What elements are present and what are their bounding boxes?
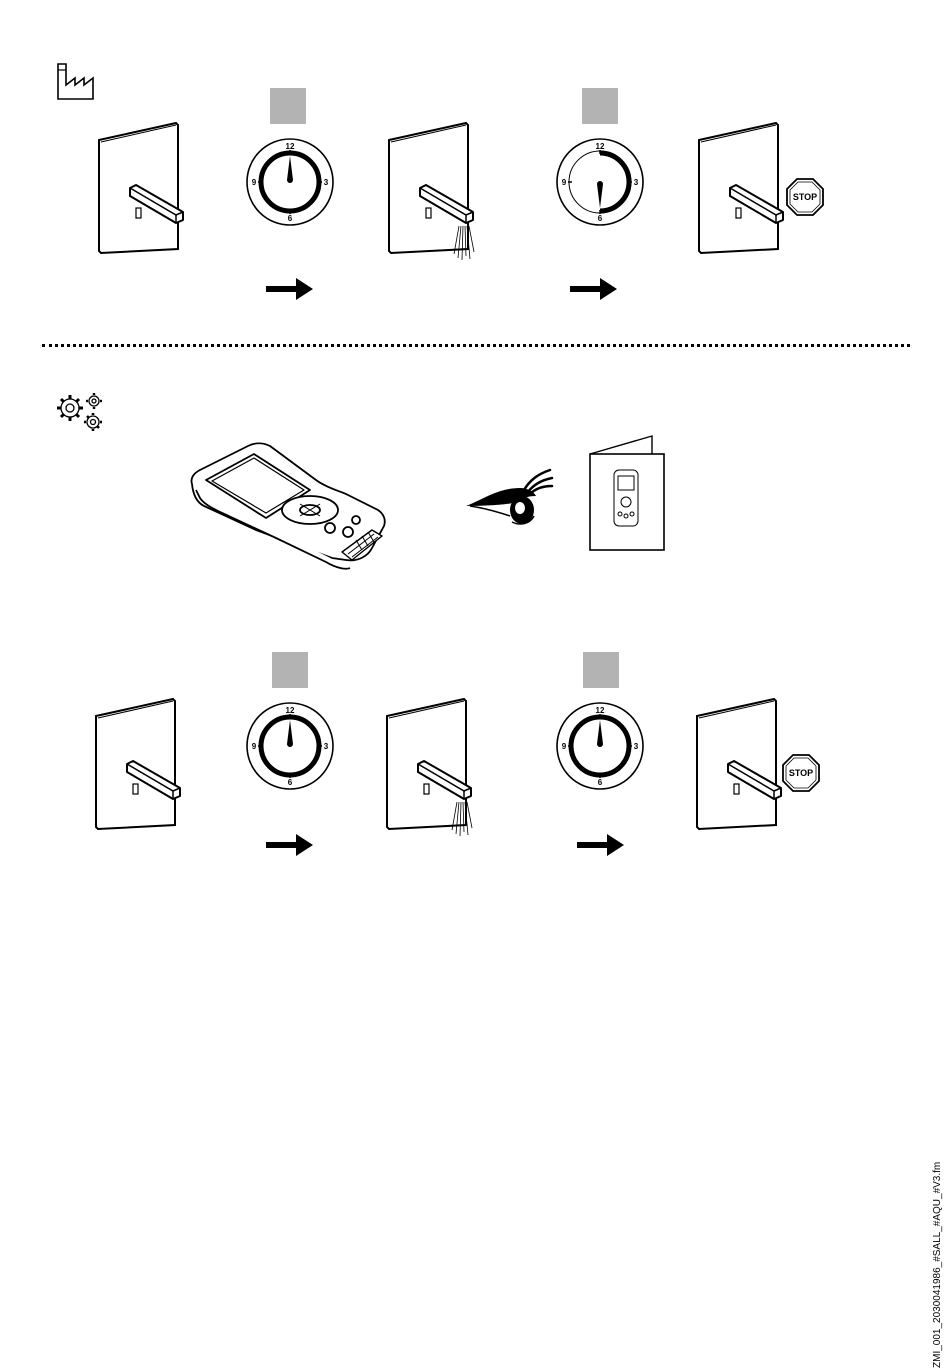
timer-icon: 12 3 6 9 [554,136,646,228]
clock-label-3: 3 [634,178,639,187]
manual-booklet-icon [588,434,666,552]
clock-label-6: 6 [288,214,293,223]
timer-icon: 12 3 6 9 [244,700,336,792]
clock-label-6: 6 [288,778,293,787]
remote-control-icon [186,440,392,576]
clock-label-9: 9 [252,178,257,187]
step-marker [270,88,306,124]
stop-label: STOP [789,768,813,778]
clock-label-12: 12 [596,142,605,151]
eye-icon [464,466,554,528]
stop-sign-icon: STOP [786,178,824,216]
clock-label-9: 9 [562,178,567,187]
clock-label-12: 12 [286,706,295,715]
arrow-right-icon [266,278,314,300]
clock-label-12: 12 [286,142,295,151]
document-code: ZMI_001_2030041986_#SALL_#AQU_#V3.fm [932,1162,943,1368]
arrow-right-icon [570,278,618,300]
clock-label-6: 6 [598,214,603,223]
section-divider [42,344,910,347]
arrow-right-icon [266,834,314,856]
clock-label-12: 12 [596,706,605,715]
clock-label-9: 9 [562,742,567,751]
faucet-running-icon [384,696,476,841]
faucet-off-icon [96,120,188,255]
stop-sign-icon: STOP [782,754,820,792]
clock-label-3: 3 [324,742,329,751]
faucet-stopped-icon [694,696,786,831]
step-marker [272,652,308,688]
clock-label-3: 3 [634,742,639,751]
stop-label: STOP [793,192,817,202]
timer-icon: 12 3 6 9 [244,136,336,228]
faucet-running-icon [386,120,478,265]
step-marker [583,652,619,688]
factory-icon [56,62,96,102]
timer-icon: 12 3 6 9 [554,700,646,792]
faucet-stopped-icon [696,120,788,255]
clock-label-6: 6 [598,778,603,787]
step-marker [582,88,618,124]
faucet-off-icon [93,696,185,831]
settings-gears-icon [54,392,110,434]
clock-label-3: 3 [324,178,329,187]
arrow-right-icon [577,834,625,856]
clock-label-9: 9 [252,742,257,751]
